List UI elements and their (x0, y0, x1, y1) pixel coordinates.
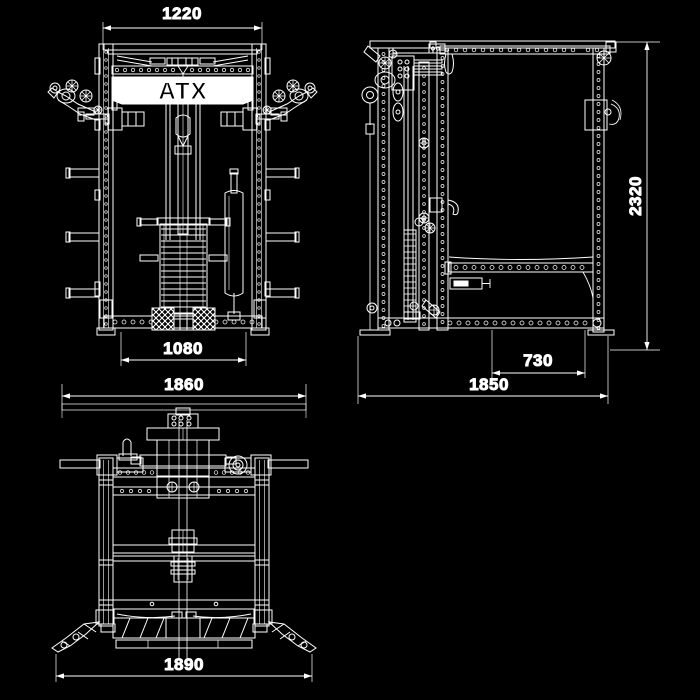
dimension-side-total-depth (357, 336, 609, 404)
side-base-rail (359, 299, 615, 336)
dimension-label-730: 730 (523, 351, 553, 370)
top-plan-view: 1890 (51, 403, 317, 682)
side-elevation-view: 730 1850 2320 (357, 40, 660, 404)
front-cable-arm-right (256, 79, 318, 122)
atx-logo-text: ATX (158, 78, 207, 105)
dimension-side-height (610, 41, 660, 351)
front-gas-cylinder (224, 168, 244, 321)
front-elevation-view: 1220 (47, 4, 318, 366)
dimension-label-1080: 1080 (163, 339, 203, 358)
dimension-label-1850: 1850 (469, 375, 509, 394)
dimension-front-top-width (102, 22, 263, 50)
front-cable-arm-left (47, 79, 109, 122)
front-jcup-left (104, 107, 145, 131)
front-plate-pegs-left (65, 167, 100, 299)
front-base-frame (96, 299, 270, 336)
dimension-label-1220: 1220 (162, 4, 202, 23)
top-center-hub (168, 529, 198, 583)
front-smith-rails (165, 103, 201, 240)
dimension-front-base-width (120, 332, 247, 366)
front-brand-plate: ATX (111, 76, 254, 106)
top-frame-left (59, 438, 144, 627)
front-upright-left (94, 43, 118, 331)
front-jcup-right (220, 107, 261, 131)
front-plate-pegs-right (265, 167, 300, 299)
front-upright-right (247, 43, 271, 331)
side-upper-pulleys (361, 45, 404, 330)
top-feet (51, 609, 317, 653)
side-carriage (388, 49, 443, 91)
dimension-top-base-width (55, 654, 313, 682)
dimension-label-2320: 2320 (626, 176, 645, 216)
top-center-column (130, 407, 237, 660)
dimension-top-view-width (61, 384, 307, 404)
front-top-beam (103, 43, 262, 80)
side-safety-arms (444, 256, 594, 299)
top-base-brace (112, 617, 256, 649)
dimension-label-1860: 1860 (164, 375, 204, 394)
side-upright-far (584, 41, 622, 333)
top-cross-members (112, 467, 256, 610)
dimension-side-inner-depth (491, 330, 586, 378)
dimension-label-1890: 1890 (164, 655, 204, 674)
side-upright-front (429, 49, 459, 331)
